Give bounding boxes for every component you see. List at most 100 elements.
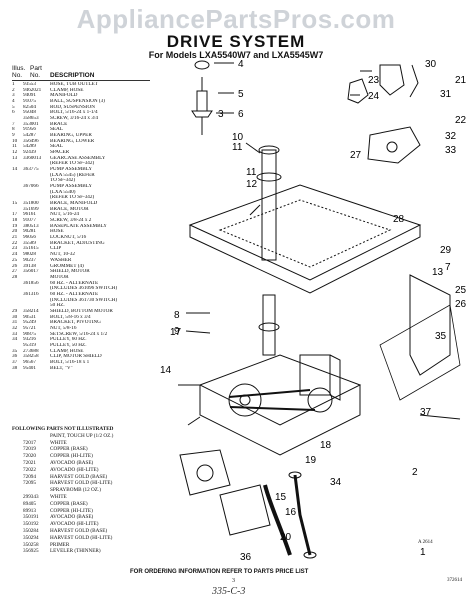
pump-body bbox=[219, 484, 271, 536]
part-ill: 35 bbox=[12, 348, 18, 354]
callout-label: 14 bbox=[160, 365, 172, 376]
part-part: 98028 bbox=[23, 252, 36, 258]
part-ill: 24 bbox=[12, 252, 18, 258]
part-part: 90237 bbox=[23, 257, 36, 263]
document-code: 372614 bbox=[447, 578, 462, 583]
gearcase bbox=[198, 354, 362, 426]
part-ill: 1 bbox=[12, 82, 15, 87]
part-desc: SCREW, 3/16-24 x 3/4 bbox=[50, 116, 98, 122]
paint-part: 89913 bbox=[23, 507, 36, 514]
part-ill: 37 bbox=[12, 359, 18, 365]
part-part: 90875 bbox=[23, 331, 36, 337]
part-part: 3360013 bbox=[23, 155, 42, 161]
part-part: 39138 bbox=[23, 263, 36, 269]
part-desc: BALL, SUSPENSION (3) bbox=[50, 99, 105, 105]
part-ill: 13 bbox=[12, 155, 18, 161]
paint-part: 299343 bbox=[23, 493, 39, 500]
paint-part: 350294 bbox=[23, 534, 39, 541]
not-illustrated-list: FOLLOWING PARTS NOT ILLUSTRATED PAINT, T… bbox=[12, 426, 162, 555]
part-ill: 8 bbox=[12, 127, 15, 133]
page-number: 3 bbox=[232, 578, 235, 584]
part-ill: 27 bbox=[12, 269, 18, 275]
paint-desc: COPPER (BASE) bbox=[50, 446, 88, 453]
paint-desc: AVOCADO (HI-LITE) bbox=[50, 466, 99, 473]
part-desc: BRACE, MOTOR bbox=[50, 206, 89, 212]
part-desc: BOLT, 5/16-18 x 1 bbox=[50, 359, 90, 365]
part-ill: 11 bbox=[12, 144, 17, 150]
part-ill: 36 bbox=[12, 354, 18, 360]
part-desc: PUMP ASSEMBLY bbox=[50, 167, 93, 173]
callout-label: 13 bbox=[432, 267, 444, 278]
part-part: 95249 bbox=[23, 320, 36, 326]
part-desc: NUT, 10-32 bbox=[50, 252, 75, 258]
paint-desc: WHITE bbox=[50, 439, 67, 446]
paint-desc: AVOCADO (HI-LITE) bbox=[50, 521, 99, 528]
part-ill: 2 bbox=[12, 87, 15, 93]
part-part: 94091 bbox=[23, 93, 36, 99]
part-part: 356017 bbox=[23, 269, 39, 275]
part-desc: SETSCREW, 5/16-24 x 1/2 bbox=[50, 331, 108, 337]
motor-housing bbox=[299, 354, 331, 396]
part-part: 82504 bbox=[23, 104, 36, 110]
part-desc: BEARING, UPPER bbox=[50, 133, 92, 139]
part-part: 351800 bbox=[23, 201, 39, 207]
col-ill-header-2: No. bbox=[12, 72, 23, 79]
callout-label: 1 bbox=[420, 547, 426, 558]
part-part: 35589 bbox=[23, 240, 36, 246]
paint-part: 72022 bbox=[23, 466, 36, 473]
part-ill: 5 bbox=[12, 104, 15, 110]
paint-desc: AVOCADO (BASE) bbox=[50, 514, 94, 521]
part-ill: 20 bbox=[12, 229, 18, 235]
callout-label: 10 bbox=[232, 132, 244, 143]
part-desc: SEAL bbox=[50, 144, 63, 150]
part-desc: BOLT, 5/8-16 x 3/4 bbox=[50, 314, 91, 320]
gearcase-pulley bbox=[228, 383, 262, 417]
part-ill: 15 bbox=[12, 201, 18, 207]
part-part: 358258 bbox=[23, 354, 39, 360]
part-ill: 18 bbox=[12, 218, 18, 224]
callout-label: 16 bbox=[285, 507, 297, 518]
paint-desc: LEVELER (THINNER) bbox=[50, 548, 101, 555]
part-part: 351615 bbox=[23, 246, 39, 252]
part-part: 358214 bbox=[23, 308, 39, 314]
part-desc: GEARCASE ASSEMBLY bbox=[50, 155, 106, 161]
part-desc: 60 HZ. - ALTERNATE bbox=[50, 280, 99, 286]
part-desc: GROMMET (4) bbox=[50, 263, 84, 269]
watermark: AppliancePartsPros.com bbox=[76, 4, 396, 34]
handwritten-note: 335-C-3 bbox=[212, 586, 246, 597]
paint-desc: SPRAYBOMB (12 OZ.) bbox=[50, 487, 101, 494]
callout-label: 5 bbox=[238, 89, 244, 100]
callout-label: 28 bbox=[393, 214, 405, 225]
part-ill: 34 bbox=[12, 337, 18, 343]
part-part: 95319 bbox=[23, 342, 36, 348]
part-desc: PULLEY, 60 HZ. bbox=[50, 337, 87, 343]
part-desc: MANIFOLD bbox=[50, 93, 78, 99]
part-ill: 23 bbox=[12, 246, 18, 252]
drive-system-diagram: 1234567891011111213141516171819202122232… bbox=[150, 55, 467, 563]
part-ill: 14 bbox=[12, 167, 18, 173]
page-title: DRIVE SYSTEM bbox=[166, 32, 306, 51]
callout-label: 29 bbox=[440, 245, 452, 256]
part-part: 361316 bbox=[23, 291, 39, 297]
part-desc: BRACKET, PIVOTING bbox=[50, 320, 101, 326]
